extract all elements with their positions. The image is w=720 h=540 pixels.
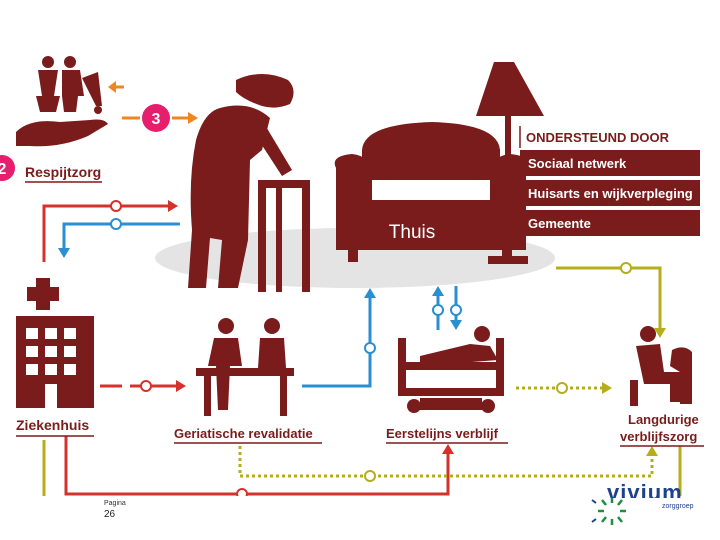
page-number: 26	[104, 509, 115, 520]
geriatric-rehab-icon	[196, 318, 294, 416]
svg-text:Gemeente: Gemeente	[528, 216, 591, 231]
svg-text:Huisarts en wijkverpleging: Huisarts en wijkverpleging	[528, 186, 693, 201]
home-label: Thuis	[389, 222, 435, 243]
svg-text:Sociaal netwerk: Sociaal netwerk	[528, 156, 627, 171]
page-label: Pagina	[104, 500, 126, 507]
vivium-logo-text: vivium	[607, 484, 683, 498]
vivium-logo-subtitle: zorggroep	[662, 503, 694, 510]
support-item-social-network: Sociaal netwerk	[520, 150, 700, 176]
helping-hand-icon	[16, 120, 108, 147]
hospital-icon	[16, 278, 94, 408]
long-term-label-line2: verblijfszorg	[620, 429, 697, 444]
long-term-care-icon	[630, 326, 692, 406]
respite-label: Respijtzorg	[25, 164, 101, 180]
blue-flow-geriatric-to-home	[302, 288, 376, 386]
olive-dotted-first-line-to-long-term	[516, 382, 612, 394]
support-item-municipality: Gemeente	[520, 210, 700, 236]
hospital-bed-icon	[398, 326, 504, 413]
hospital-label: Ziekenhuis	[16, 417, 89, 433]
first-line-label: Eerstelijns verblijf	[386, 426, 499, 441]
respite-number: 2	[0, 161, 7, 178]
family-icon	[36, 56, 102, 114]
red-flow-hospital-to-first-line	[66, 436, 454, 494]
geriatric-label: Geriatische revalidatie	[174, 426, 313, 441]
step3-number: 3	[152, 111, 161, 128]
support-item-gp-district-nursing: Huisarts en wijkverpleging	[520, 180, 700, 206]
long-term-label-line1: Langdurige	[628, 412, 699, 427]
support-header: ONDERSTEUND DOOR	[526, 130, 670, 145]
